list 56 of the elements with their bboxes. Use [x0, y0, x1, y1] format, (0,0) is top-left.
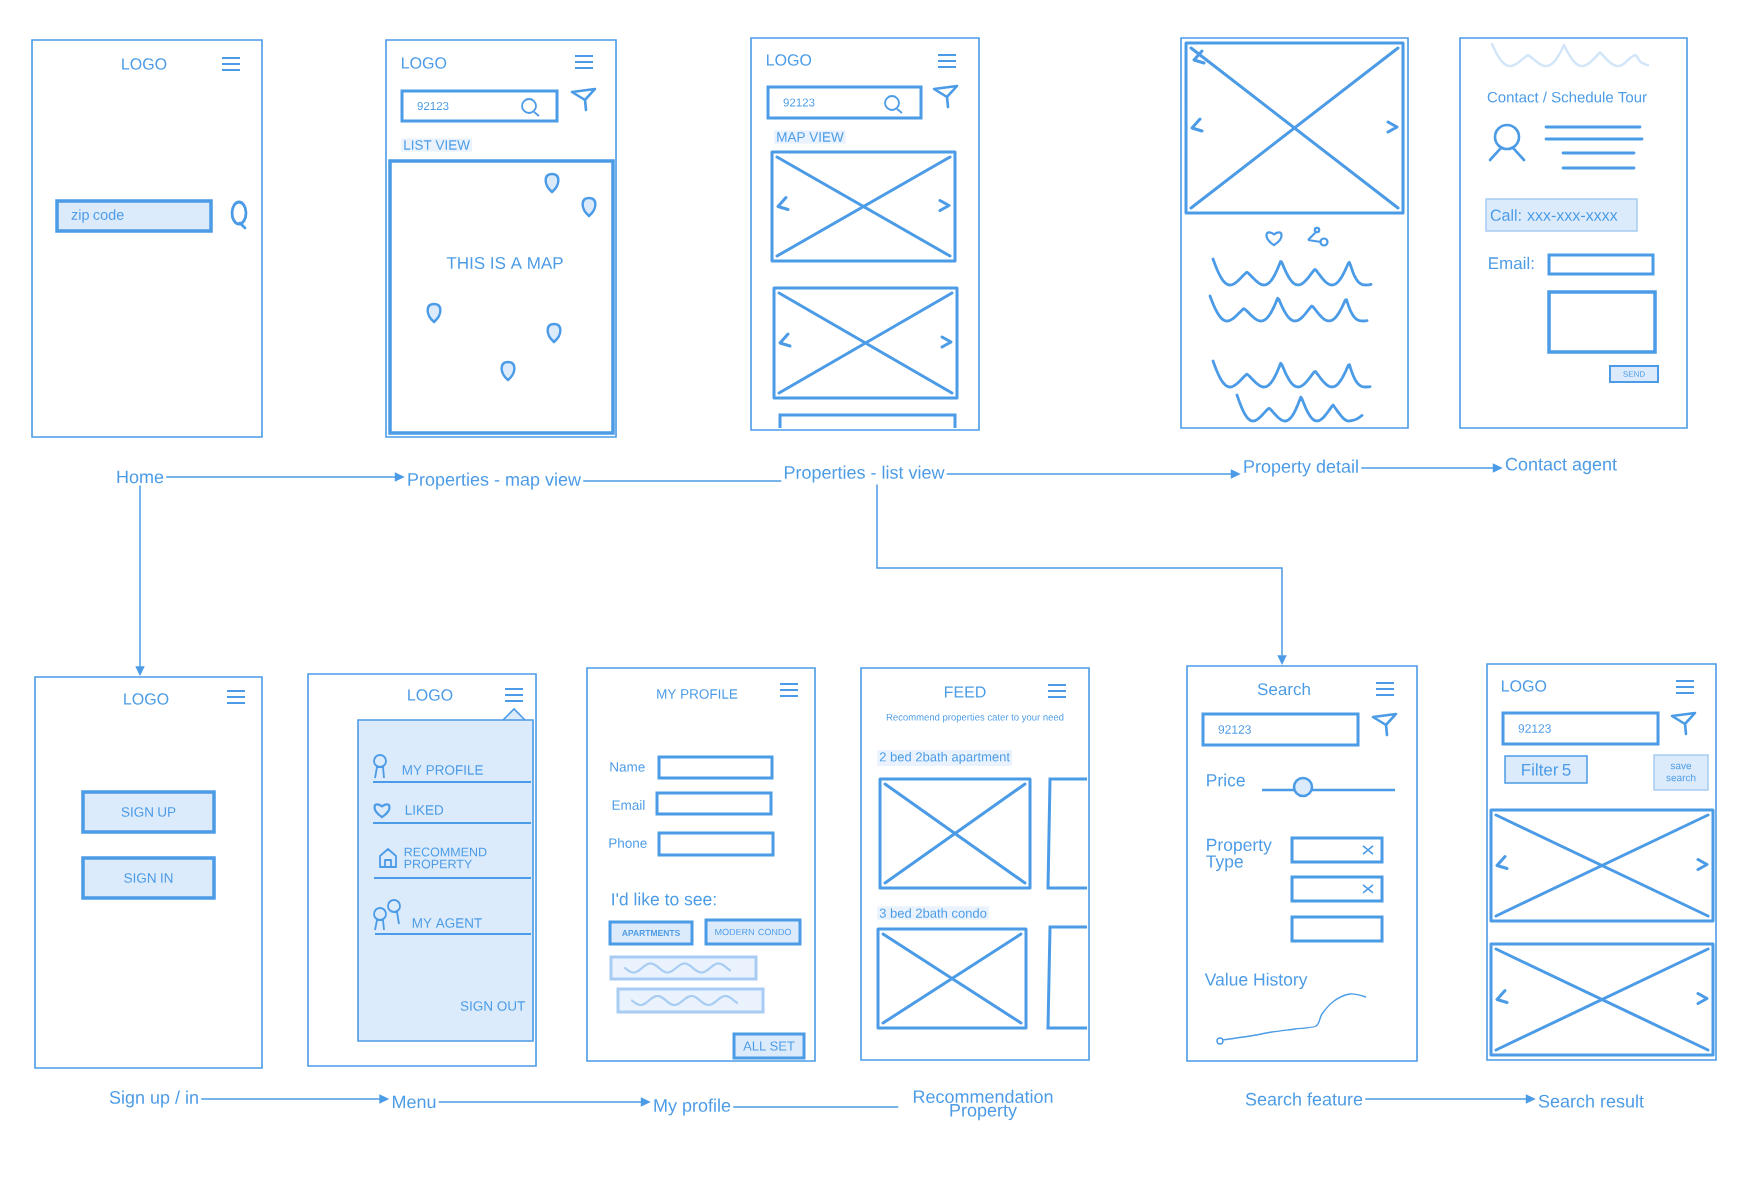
- search-field: 92123: [1201, 712, 1360, 747]
- filter-button: Filter 5: [1504, 755, 1588, 784]
- listing-title: 3 bed 2bath condo: [877, 906, 989, 920]
- field-label: Price: [1207, 773, 1245, 787]
- menu-item: MY PROFILE: [402, 765, 483, 775]
- field-label: Name: [610, 762, 645, 772]
- save-button: save search: [1653, 754, 1709, 791]
- screen-caption: Search result: [1538, 1094, 1644, 1108]
- menu-item: MY AGENT: [412, 918, 482, 928]
- header-text: LOGO: [408, 689, 453, 701]
- field-label: Property Type: [1206, 838, 1272, 872]
- screen-title: MY PROFILE: [657, 689, 738, 699]
- menu-item: RECOMMEND PROPERTY: [404, 847, 487, 869]
- view-link: MAP VIEW: [774, 130, 846, 144]
- screen-caption: Properties - map view: [408, 472, 582, 490]
- view-link: LIST VIEW: [401, 138, 472, 152]
- screen-caption: Menu: [392, 1095, 436, 1109]
- field-label: Email:: [1489, 256, 1534, 270]
- option-chip: APARTMENTS: [608, 920, 694, 946]
- button: SIGN IN: [81, 856, 216, 900]
- option-chip: MODERN CONDO: [704, 918, 802, 946]
- screen-title: FEED: [945, 686, 986, 698]
- screen-caption: Home: [117, 470, 164, 484]
- screen-caption: Contact agent: [1505, 457, 1617, 475]
- header-text: LOGO: [122, 58, 167, 70]
- screen-caption: Recommendation Property: [913, 1089, 1053, 1121]
- screen-title: Contact / Schedule Tour: [1487, 91, 1647, 103]
- screen-caption: My profile: [654, 1098, 731, 1116]
- send-button: SEND: [1609, 365, 1659, 383]
- field-label: Email: [612, 800, 645, 810]
- screen-caption: Sign up / in: [109, 1090, 198, 1108]
- button: SIGN UP: [81, 790, 216, 834]
- header-text: LOGO: [767, 54, 812, 66]
- input-field: zip code: [55, 199, 213, 233]
- search-field: 92123: [1501, 711, 1660, 746]
- screen-caption: Search feature: [1245, 1092, 1363, 1106]
- field-label: Phone: [609, 838, 647, 848]
- connector-line: [732, 1106, 900, 1108]
- menu-item: SIGN OUT: [460, 1001, 525, 1011]
- search-field: 92123: [766, 85, 923, 120]
- connector-line: [582, 480, 783, 482]
- search-field: 92123: [400, 89, 559, 123]
- section-heading: I'd like to see:: [612, 892, 716, 906]
- screen-title: Search: [1257, 682, 1310, 696]
- subtitle: Recommend properties cater to your need: [886, 713, 1064, 723]
- map-label: THIS IS A MAP: [446, 257, 563, 269]
- call-button: Call: xxx-xxx-xxxx: [1485, 198, 1638, 232]
- section-heading: Value History: [1204, 972, 1308, 990]
- screen-caption: Property detail: [1244, 459, 1358, 477]
- screen-caption: Properties - list view: [784, 465, 945, 483]
- header-text: LOGO: [124, 693, 169, 705]
- menu-item: LIKED: [405, 805, 444, 815]
- header-text: LOGO: [1502, 680, 1547, 692]
- button: ALL SET: [732, 1032, 806, 1060]
- header-text: LOGO: [402, 57, 447, 69]
- listing-title: 2 bed 2bath apartment: [877, 749, 1013, 767]
